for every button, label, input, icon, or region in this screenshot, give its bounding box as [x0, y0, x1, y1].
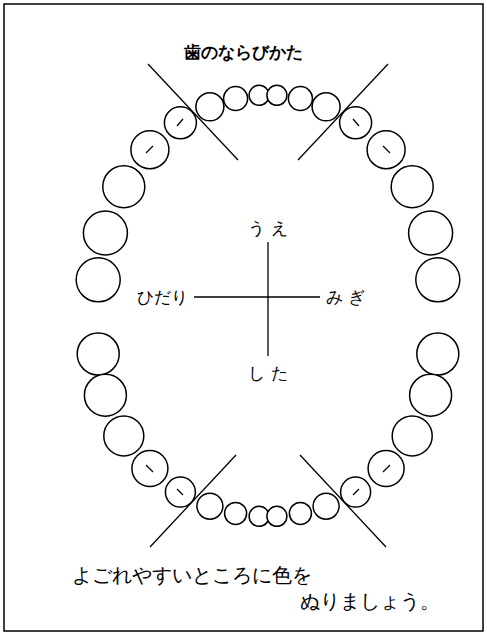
instruction-caption: よごれやすいところに色を ぬりましょう。 — [72, 562, 440, 614]
lower-teeth — [77, 333, 459, 526]
direction-label: ひだり — [137, 287, 188, 307]
direction-cross — [194, 242, 320, 356]
direction-label: し た — [248, 363, 287, 383]
direction-label: み ぎ — [326, 287, 365, 307]
frame-border — [4, 4, 483, 631]
direction-label: う え — [248, 218, 287, 238]
diagram-title: 歯のならびかた — [184, 42, 303, 62]
premolar-marks — [146, 119, 390, 495]
